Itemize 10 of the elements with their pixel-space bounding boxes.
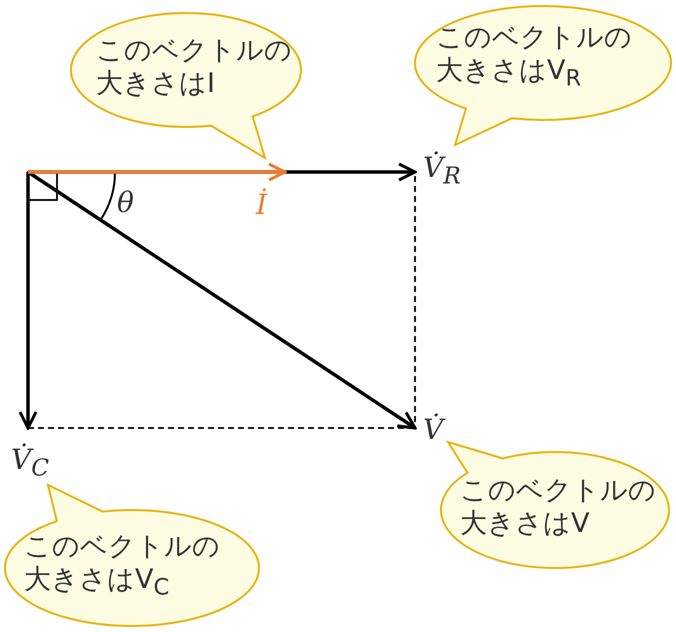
bubble-text: このベクトルの大きさはI [96, 34, 293, 100]
bubble-text: このベクトルの大きさはV$_{R}$ [436, 21, 633, 94]
vector-label: V̇$_{R}$ [423, 153, 461, 191]
speech-bubble [412, 3, 675, 149]
angle-label: θ [117, 188, 134, 218]
bubble-text: このベクトルの大きさはV$_{C}$ [24, 530, 221, 602]
vector-label: İ [256, 190, 268, 220]
vector-label: V̇$_{C}$ [11, 445, 50, 483]
bubble-text: このベクトルの大きさはV [460, 474, 657, 540]
vector-label: V̇ [423, 415, 444, 445]
